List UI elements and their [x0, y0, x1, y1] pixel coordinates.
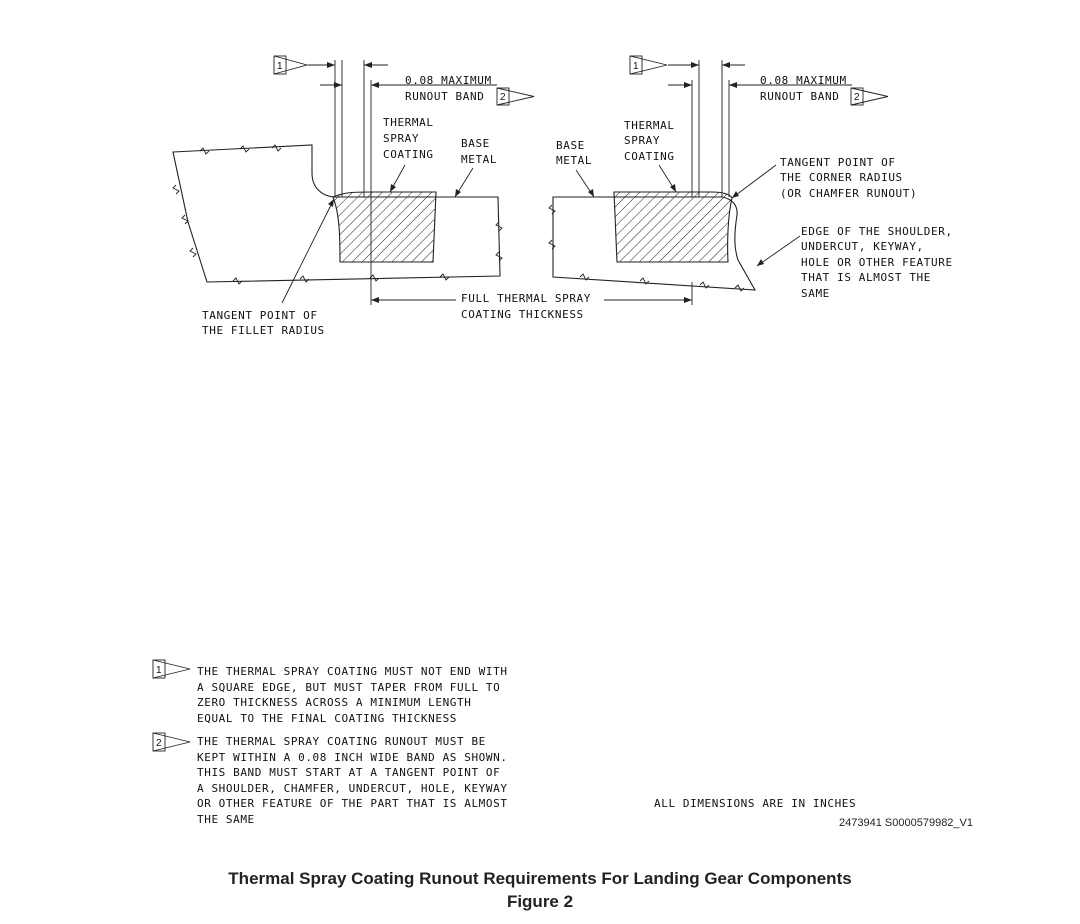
left-break-marks: [172, 144, 503, 285]
right-view: 1 2 0.08 MAXIMUM RUNOUT BAND BASE METAL …: [548, 55, 953, 300]
right-flag-1: 1: [629, 55, 668, 75]
note-1-line: EQUAL TO THE FINAL COATING THICKNESS: [197, 711, 458, 725]
right-coating-label-3: COATING: [624, 150, 675, 163]
caption-figure: Figure 2: [506, 892, 574, 911]
note-2-line: THE SAME: [197, 812, 255, 826]
right-edge-label-3: HOLE OR OTHER FEATURE: [801, 256, 953, 269]
note-2-line: A SHOULDER, CHAMFER, UNDERCUT, HOLE, KEY…: [197, 781, 508, 795]
svg-text:2: 2: [156, 738, 162, 749]
note-1-line: A SQUARE EDGE, BUT MUST TAPER FROM FULL …: [197, 680, 501, 694]
svg-text:1: 1: [156, 665, 162, 676]
left-base-label-2: METAL: [461, 153, 497, 166]
left-view: 1 2 0.08 MAXIMUM RUNOUT BAND THERMAL SPR…: [172, 55, 535, 337]
left-tangent-label-1: TANGENT POINT OF: [202, 309, 318, 322]
right-base-label-1: BASE: [556, 139, 585, 152]
note-2-flag: 2: [152, 732, 191, 752]
right-edge-label-1: EDGE OF THE SHOULDER,: [801, 225, 953, 238]
note-2-line: OR OTHER FEATURE OF THE PART THAT IS ALM…: [197, 797, 508, 810]
note-1-line: ZERO THICKNESS ACROSS A MINIMUM LENGTH: [197, 696, 472, 709]
caption-title: Thermal Spray Coating Runout Requirement…: [228, 869, 852, 888]
right-base-label-2: METAL: [556, 154, 592, 167]
right-edge-label-5: SAME: [801, 287, 830, 300]
note-1: THE THERMAL SPRAY COATING MUST NOT END W…: [197, 664, 508, 726]
full-thickness-label-1: FULL THERMAL SPRAY: [461, 292, 591, 305]
right-flag-2: 2: [850, 87, 889, 106]
svg-text:2: 2: [854, 92, 860, 103]
note-2-line: THE THERMAL SPRAY COATING RUNOUT MUST BE: [197, 735, 486, 748]
figure-id: 2473941 S0000579982_V1: [839, 817, 973, 829]
full-thickness-label-2: COATING THICKNESS: [461, 308, 584, 321]
right-coating-region: [613, 191, 733, 263]
svg-text:2: 2: [500, 92, 506, 103]
note-2-line: THIS BAND MUST START AT A TANGENT POINT …: [197, 766, 501, 779]
right-edge-label-4: THAT IS ALMOST THE: [801, 271, 931, 284]
note-1-line: THE THERMAL SPRAY COATING MUST NOT END W…: [197, 665, 508, 678]
dimensions-note: ALL DIMENSIONS ARE IN INCHES: [654, 797, 857, 810]
svg-text:1: 1: [633, 61, 639, 72]
left-runout-label-2: RUNOUT BAND: [405, 90, 484, 103]
full-thickness-dimension: FULL THERMAL SPRAY COATING THICKNESS: [371, 282, 693, 321]
left-part-outline: [172, 144, 501, 283]
right-tangent-label-2: THE CORNER RADIUS: [780, 171, 903, 184]
right-tangent-label-1: TANGENT POINT OF: [780, 156, 896, 169]
left-coating-label-3: COATING: [383, 148, 434, 161]
left-base-label-1: BASE: [461, 137, 490, 150]
left-runout-label-1: 0.08 MAXIMUM: [405, 74, 492, 87]
right-edge-label-2: UNDERCUT, KEYWAY,: [801, 240, 924, 253]
svg-text:1: 1: [277, 61, 283, 72]
right-break-marks: [548, 204, 745, 292]
note-2: THE THERMAL SPRAY COATING RUNOUT MUST BE…: [197, 734, 508, 827]
left-flag-2: 2: [496, 87, 535, 106]
left-flag-1: 1: [273, 55, 309, 75]
right-runout-label-2: RUNOUT BAND: [760, 90, 839, 103]
left-coating-region: [332, 191, 437, 263]
note-1-flag: 1: [152, 659, 191, 679]
left-coating-label-2: SPRAY: [383, 132, 419, 145]
right-coating-label-1: THERMAL: [624, 119, 675, 132]
right-tangent-label-3: (OR CHAMFER RUNOUT): [780, 187, 917, 200]
left-tangent-label-2: THE FILLET RADIUS: [202, 324, 325, 337]
right-runout-label-1: 0.08 MAXIMUM: [760, 74, 847, 87]
note-2-line: KEPT WITHIN A 0.08 INCH WIDE BAND AS SHO…: [197, 750, 508, 764]
left-coating-label-1: THERMAL: [383, 116, 434, 129]
right-coating-label-2: SPRAY: [624, 134, 660, 147]
